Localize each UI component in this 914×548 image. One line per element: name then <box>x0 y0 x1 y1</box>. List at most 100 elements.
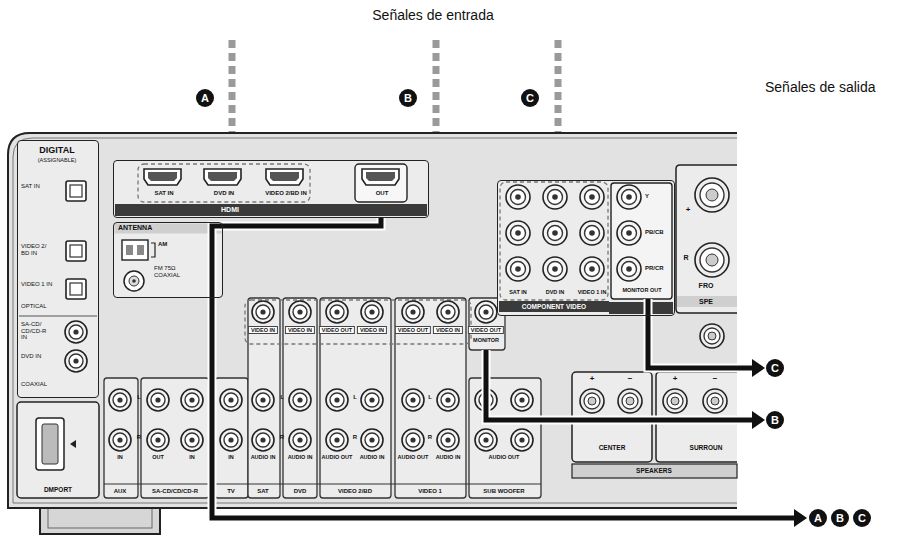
panel-label: AUDIO IN <box>360 454 385 460</box>
triangle-mark <box>70 440 76 448</box>
panel-label: IN <box>117 454 123 460</box>
section-band-label: HDMI <box>115 204 345 216</box>
panel-label: R <box>428 434 432 441</box>
jack-label: VIDEO 2/ BD IN <box>21 243 53 256</box>
jack-label: DVD IN <box>21 353 53 360</box>
header-band <box>115 224 222 234</box>
monitor-out-box <box>611 183 672 299</box>
panel-label: VIDEO OUT <box>319 326 355 334</box>
panel-label: VIDEO OUT <box>468 326 504 334</box>
panel-label: L <box>137 394 141 401</box>
front-box <box>676 165 737 313</box>
panel-label: AUX <box>114 488 127 495</box>
panel-label: + <box>590 375 595 384</box>
jack-label: PB/CB <box>645 229 671 236</box>
speaker-terminal <box>700 324 724 348</box>
speaker-terminal <box>618 389 642 413</box>
optical-jack <box>66 181 86 201</box>
am-clip <box>126 245 133 255</box>
callout-letter: B <box>399 89 417 107</box>
foot-inner <box>48 508 152 528</box>
jack-group <box>395 298 466 498</box>
panel-label: AUDIO IN <box>251 454 276 460</box>
am-terminal <box>122 240 148 260</box>
dashed-group <box>245 300 471 344</box>
panel-label: − <box>628 375 633 384</box>
output-line <box>486 350 754 420</box>
panel-section: DIGITAL(ASSIGNABLE)SAT INVIDEO 2/ BD INV… <box>17 140 99 398</box>
foot <box>40 506 160 534</box>
jack-label: VIDEO 2/BD IN <box>256 190 316 197</box>
panel-label: R <box>353 434 357 441</box>
jack-group <box>215 378 248 498</box>
jack-label: VIDEO 1 IN <box>21 281 53 288</box>
panel-label: SPEAKERS <box>636 467 672 474</box>
panel-label: AUDIO OUT <box>322 454 353 460</box>
output-lines <box>212 218 807 527</box>
jack-label: DVD IN <box>536 289 574 295</box>
panel-label: VIDEO IN <box>285 326 315 334</box>
panel-label: SA-CD/CD/CD-R <box>152 488 198 495</box>
jack-label: SA-CD/ CD/CD-R IN <box>21 321 53 341</box>
output-line-halo <box>486 350 754 420</box>
speaker-terminal <box>695 178 729 212</box>
jack-label: MONITOR OUT <box>612 287 672 293</box>
optical-jack <box>66 279 86 299</box>
hdmi-port <box>144 169 181 185</box>
panel-label: VIDEO 2/BD <box>338 488 372 495</box>
speaker-terminal <box>580 389 604 413</box>
band <box>345 204 427 216</box>
panel-label: IN <box>228 454 234 460</box>
band <box>609 302 673 314</box>
fm-pin <box>132 279 136 283</box>
jack-label: DVD IN <box>204 190 244 197</box>
jack-label: DIGITAL <box>18 146 96 156</box>
arrow-head <box>752 359 765 377</box>
panel-label: L <box>428 394 432 401</box>
jack-label: VIDEO 1 IN <box>573 289 611 295</box>
panel-label: SAT <box>257 488 269 495</box>
callout-letter: A <box>809 509 827 527</box>
section-ground <box>17 140 99 398</box>
audio-jacks <box>109 389 533 451</box>
arrow-head <box>752 411 765 429</box>
jack-group <box>141 378 209 498</box>
hdmi-port <box>362 169 399 185</box>
panel-label: + <box>673 375 678 384</box>
dmport-socket <box>36 418 64 470</box>
caption-label: Señales de salida <box>765 80 876 95</box>
panel-label: DVD <box>294 488 307 495</box>
panel-label: + <box>686 206 691 215</box>
jack-group <box>248 298 280 498</box>
jack-label: FM 75Ω COAXIAL <box>154 265 186 278</box>
antenna-section: ANTENNAAMFM 75Ω COAXIAL <box>113 222 223 298</box>
panel-label: R <box>280 434 284 441</box>
hdmi-port <box>204 169 241 185</box>
jack-label: SAT IN <box>499 289 537 295</box>
panel-label: TV <box>227 488 235 495</box>
panel-label: L <box>353 394 357 401</box>
callout-letter: B <box>766 411 784 429</box>
jack-group <box>283 298 317 498</box>
panel-label: MONITOR <box>473 337 499 343</box>
jack-group <box>469 378 541 498</box>
panel-label: AUDIO OUT <box>489 454 520 460</box>
panel-label: AUDIO IN <box>436 454 461 460</box>
panel-label: VIDEO IN <box>248 326 278 334</box>
section-ground <box>113 160 429 218</box>
jack-label: OUT <box>362 190 402 197</box>
digital-section <box>17 140 99 498</box>
panel-label: L <box>280 394 284 401</box>
callout-letter: B <box>831 509 849 527</box>
callout-letter: A <box>196 89 214 107</box>
panel-label: OUT <box>152 454 164 460</box>
panel-label: VIDEO IN <box>357 326 387 334</box>
output-line <box>648 299 754 368</box>
jack-label: AM <box>158 241 178 248</box>
output-line <box>212 218 796 518</box>
speaker-terminal <box>663 389 687 413</box>
panel-label: SURROUN <box>690 444 723 451</box>
panel-label: R <box>137 434 141 441</box>
dmport-section <box>17 402 99 498</box>
